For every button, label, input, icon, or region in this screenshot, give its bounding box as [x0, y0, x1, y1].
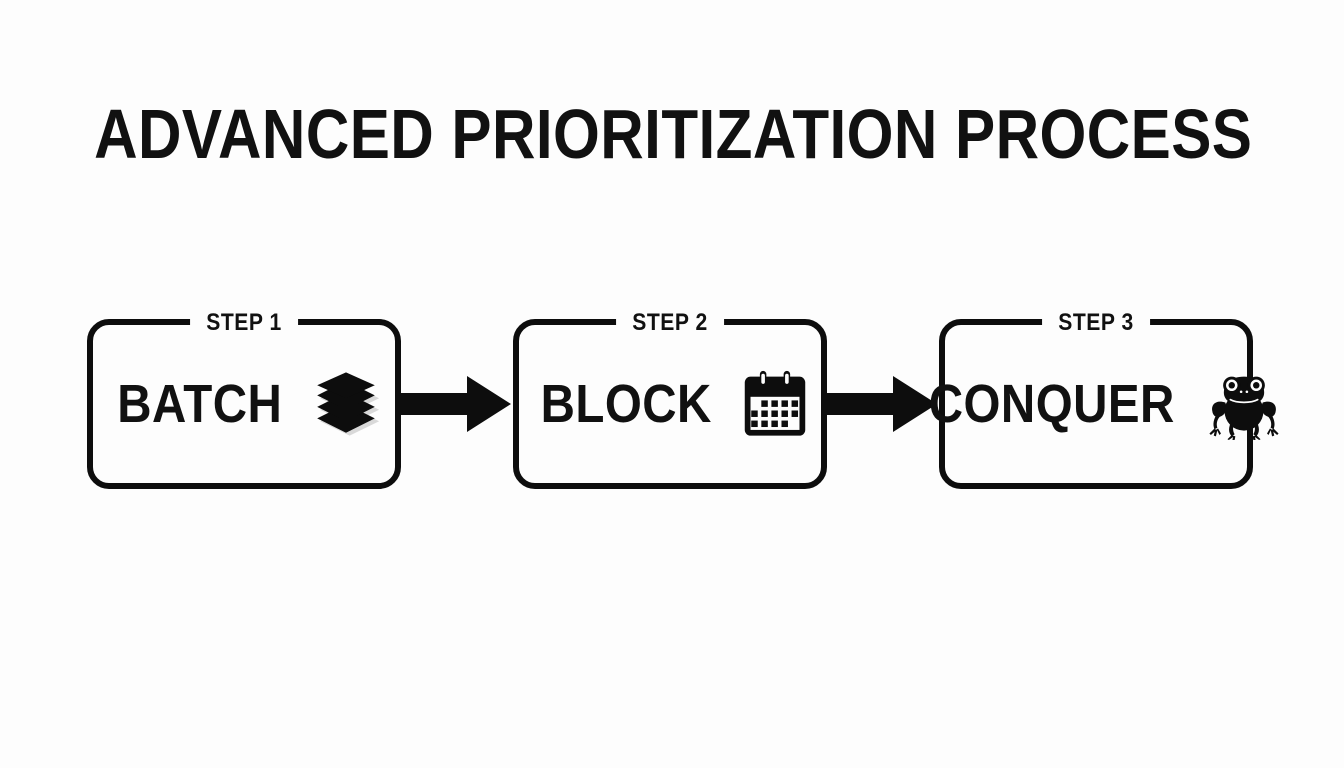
step-card-3[interactable]: STEP 3 CONQUER — [929, 310, 1279, 489]
page-title: ADVANCED PRIORITIZATION PROCESS — [94, 95, 1253, 173]
step-badge-3: STEP 3 — [1042, 310, 1150, 336]
step-label-1: BATCH — [117, 374, 283, 434]
step-label-2: BLOCK — [540, 374, 712, 434]
step-badge-label-3: STEP 3 — [1058, 309, 1134, 336]
step-badge-label-1: STEP 1 — [206, 309, 282, 336]
arrow-right-icon-2 — [827, 374, 939, 434]
process-flow: STEP 1 BATCH — [87, 310, 1279, 490]
step-card-1[interactable]: STEP 1 BATCH — [87, 310, 401, 489]
step-badge-1: STEP 1 — [190, 310, 298, 336]
step-label-3: CONQUER — [929, 374, 1175, 434]
step-badge-label-2: STEP 2 — [632, 309, 708, 336]
calendar-icon — [739, 368, 811, 440]
frog-icon — [1208, 368, 1280, 440]
stacked-layers-icon — [310, 368, 382, 440]
step-card-2[interactable]: STEP 2 BLOCK — [513, 310, 827, 489]
step-badge-2: STEP 2 — [616, 310, 724, 336]
arrow-right-icon-1 — [401, 374, 513, 434]
